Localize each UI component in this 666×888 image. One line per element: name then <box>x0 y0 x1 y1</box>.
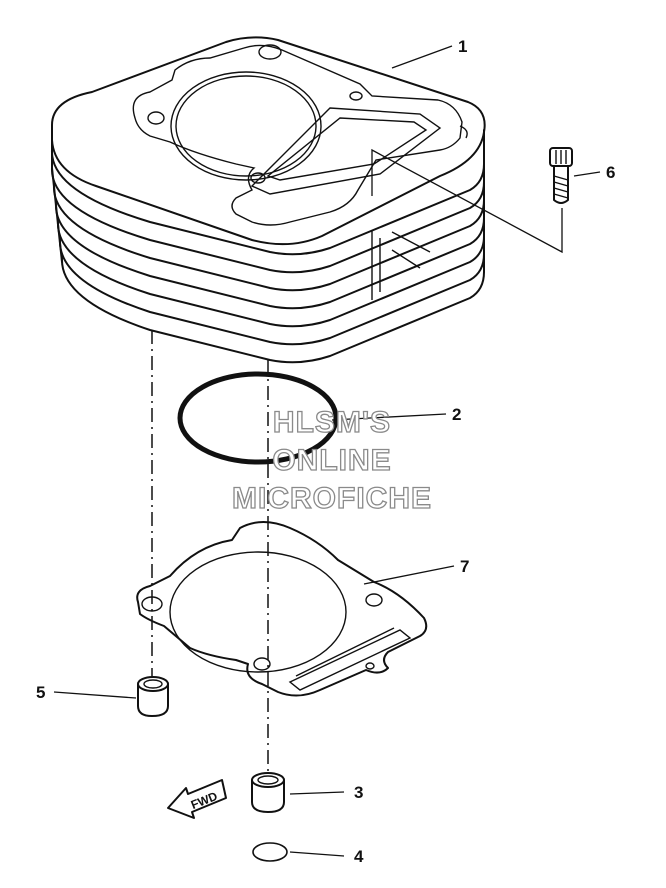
forward-direction-arrow: FWD <box>167 779 227 819</box>
o-ring-small <box>252 842 288 862</box>
o-ring-large <box>177 371 339 465</box>
callout-2: 2 <box>452 405 461 424</box>
callout-7: 7 <box>460 557 469 576</box>
callout-3: 3 <box>354 783 363 802</box>
cylinder-base-gasket <box>136 521 428 697</box>
center-lines <box>151 148 563 780</box>
callout-1: 1 <box>458 37 467 56</box>
watermark-line-3: MICROFICHE <box>232 482 432 515</box>
cylinder-block <box>50 36 486 364</box>
watermark: HLSM'S ONLINE MICROFICHE <box>231 405 432 515</box>
watermark-line-2: ONLINE <box>272 444 391 477</box>
dowel-pin-rear <box>137 676 169 717</box>
dowel-pin-front <box>251 772 285 813</box>
callout-5: 5 <box>36 683 45 702</box>
bolt <box>549 147 573 204</box>
callout-6: 6 <box>606 163 615 182</box>
callout-leaders <box>53 45 601 857</box>
callout-4: 4 <box>354 847 364 866</box>
watermark-line-1: HLSM'S <box>273 406 391 439</box>
